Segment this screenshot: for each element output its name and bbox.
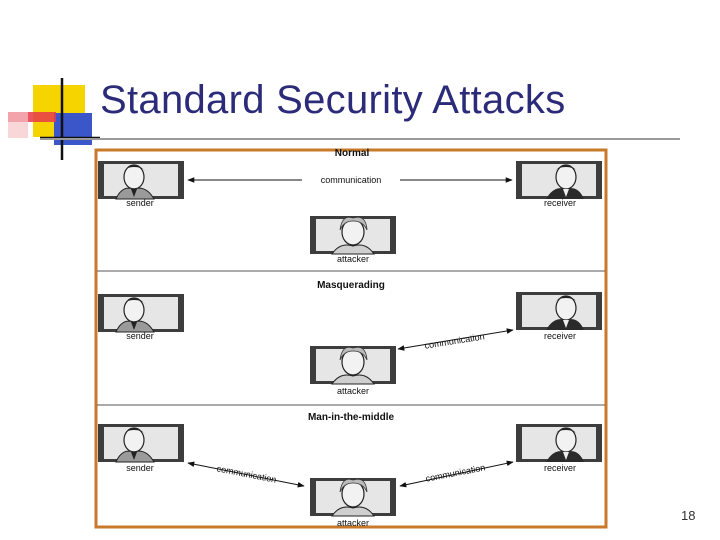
sender-portrait (97, 160, 185, 200)
attacker-portrait (309, 215, 397, 255)
slide-title: Standard Security Attacks (100, 78, 566, 122)
title-rule (40, 138, 680, 140)
attacker-label: attacker (337, 518, 369, 528)
attacker-portrait (309, 477, 397, 517)
panel-heading: Masquerading (317, 280, 385, 291)
communication-label: communication (321, 175, 382, 185)
receiver-portrait (515, 291, 603, 331)
slide-number: 18 (681, 508, 696, 523)
sender-portrait (97, 293, 185, 333)
communication-arrow (397, 328, 514, 351)
attacker-label: attacker (337, 254, 369, 264)
deco-red-bar-fade (8, 112, 28, 138)
receiver-label: receiver (544, 463, 576, 473)
deco-red-bar (8, 112, 56, 122)
communication-arrow (187, 461, 305, 488)
diagram-frame (94, 148, 608, 529)
sender-label: sender (126, 198, 154, 208)
sender-portrait (97, 423, 185, 463)
communication-arrow (399, 460, 514, 488)
attacker-portrait (309, 345, 397, 385)
receiver-portrait (515, 160, 603, 200)
sender-label: sender (126, 463, 154, 473)
panel-normal: Normal sender receiver attacker communic… (97, 148, 603, 264)
panel-heading: Man-in-the-middle (308, 412, 395, 423)
attacker-label: attacker (337, 386, 369, 396)
receiver-portrait (515, 423, 603, 463)
receiver-label: receiver (544, 331, 576, 341)
sender-label: sender (126, 331, 154, 341)
panel-heading: Normal (335, 148, 370, 159)
receiver-label: receiver (544, 198, 576, 208)
